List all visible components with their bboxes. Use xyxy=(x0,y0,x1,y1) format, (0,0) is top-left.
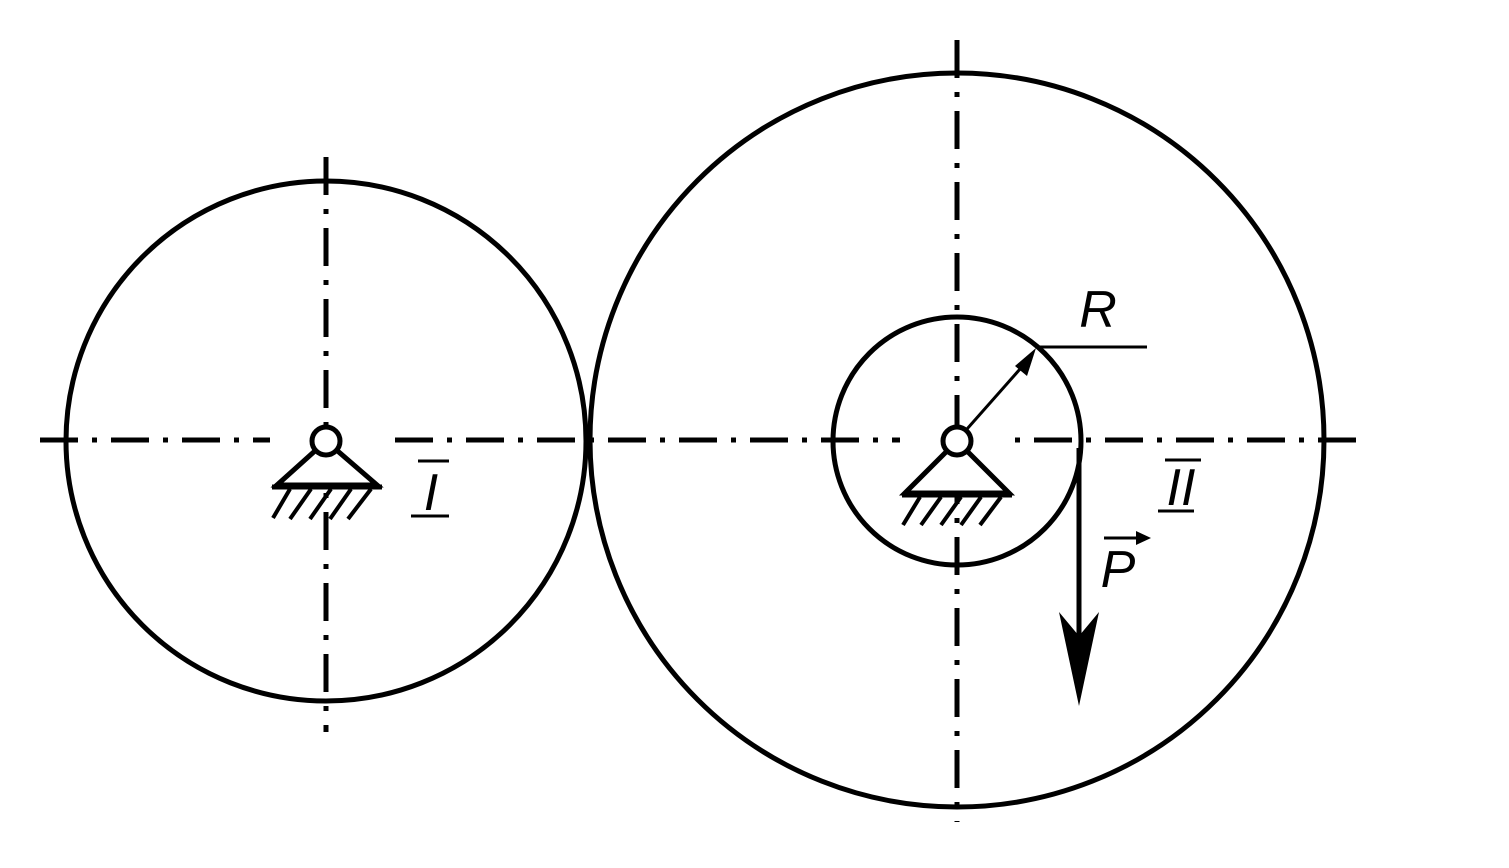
wheel-two-pivot-support xyxy=(898,424,1016,527)
wheel-one-pivot-support xyxy=(270,424,384,521)
force-label: P xyxy=(1101,531,1151,599)
wheel-one-label: I xyxy=(411,459,449,522)
svg-text:P: P xyxy=(1101,541,1136,599)
svg-text:II: II xyxy=(1167,459,1196,517)
radius-label: R xyxy=(1079,281,1117,339)
wheel-two-label: II xyxy=(1158,458,1201,517)
force-arrow xyxy=(1059,448,1099,706)
radius-arrow xyxy=(965,345,1147,430)
svg-text:I: I xyxy=(424,464,438,522)
